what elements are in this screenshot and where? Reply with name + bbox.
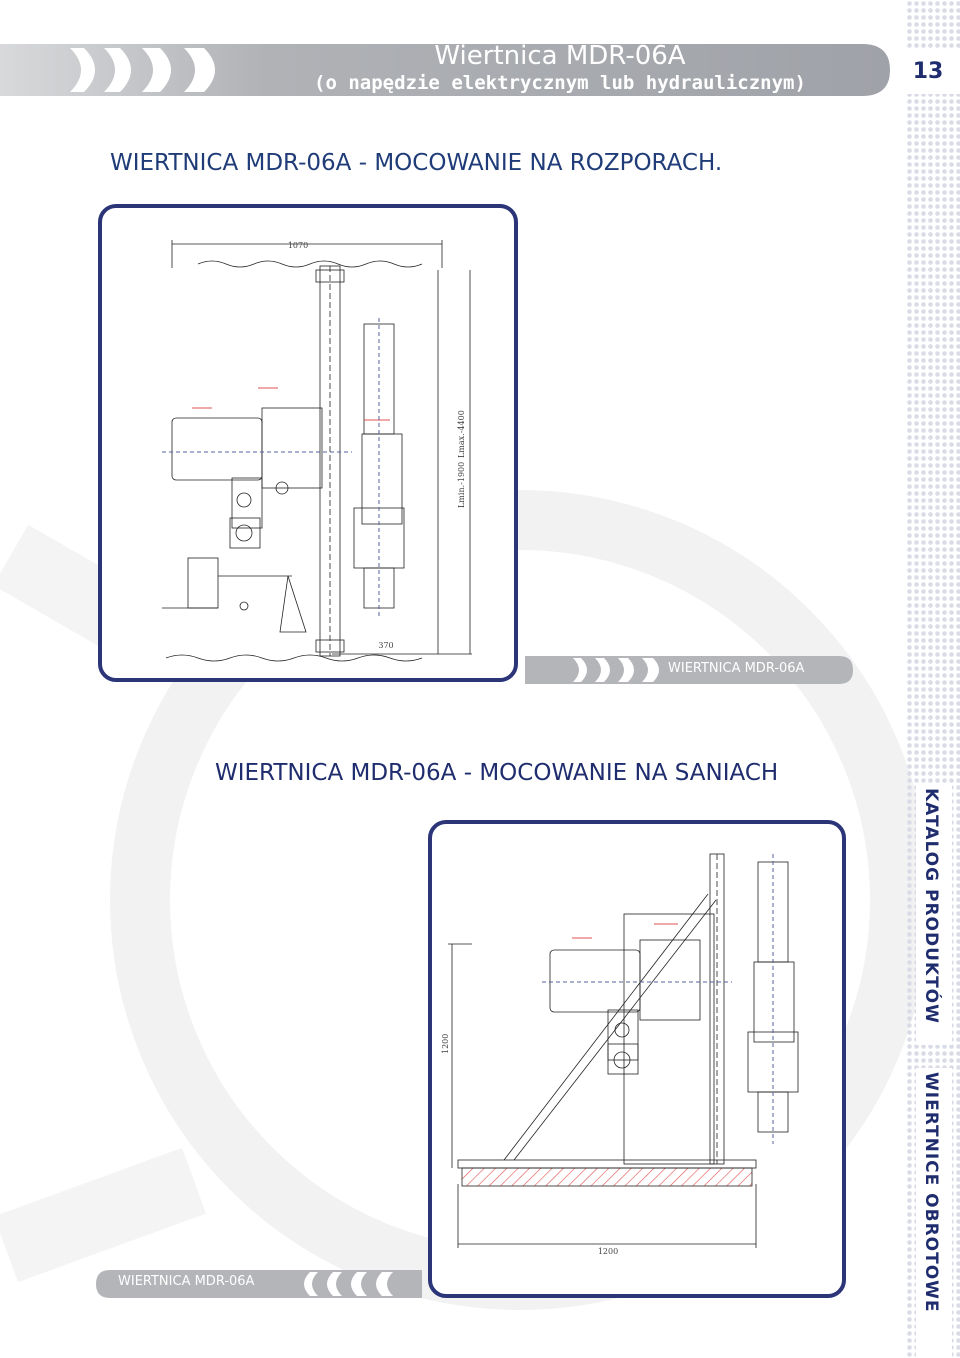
page-number: 13 (912, 59, 944, 84)
caption-bar-sled (96, 1270, 422, 1298)
drawing-frame-sled: 1200 1200 (428, 820, 846, 1298)
section-heading-struts: WIERTNICA MDR-06A - MOCOWANIE NA ROZPORA… (110, 150, 723, 176)
dimension-top-width: 1070 (288, 241, 308, 250)
sidebar-dot-pattern (906, 0, 960, 1358)
section-heading-sled: WIERTNICA MDR-06A - MOCOWANIE NA SANIACH (215, 760, 779, 786)
dimension-height: 1200 (441, 1034, 450, 1054)
sidebar-category-label: WIERTNICE OBROTOWE (921, 1072, 941, 1313)
dimension-bottom-width: 370 (378, 641, 393, 650)
caption-sled: WIERTNICA MDR-06A (118, 1274, 255, 1289)
caption-bar-struts (525, 656, 853, 684)
sidebar-catalog-label: KATALOG PRODUKTÓW (921, 788, 941, 1024)
caption-struts: WIERTNICA MDR-06A (668, 661, 805, 676)
dimension-lmin: Lmin.-1900 (457, 462, 466, 508)
header-bar (0, 44, 890, 96)
dimension-lmax: Lmax.-4400 (457, 410, 466, 458)
drawing-frame-struts: 1070 Lmin.-1900 Lmax.-4400 370 (98, 204, 518, 682)
technical-drawing-struts: 1070 Lmin.-1900 Lmax.-4400 370 (162, 240, 472, 662)
page-subtitle: (o napędzie elektrycznym lub hydrauliczn… (314, 72, 806, 94)
dimension-sled-width: 1200 (598, 1247, 618, 1256)
technical-drawing-sled: 1200 1200 (441, 853, 799, 1256)
page-title: Wiertnica MDR-06A (434, 41, 686, 71)
